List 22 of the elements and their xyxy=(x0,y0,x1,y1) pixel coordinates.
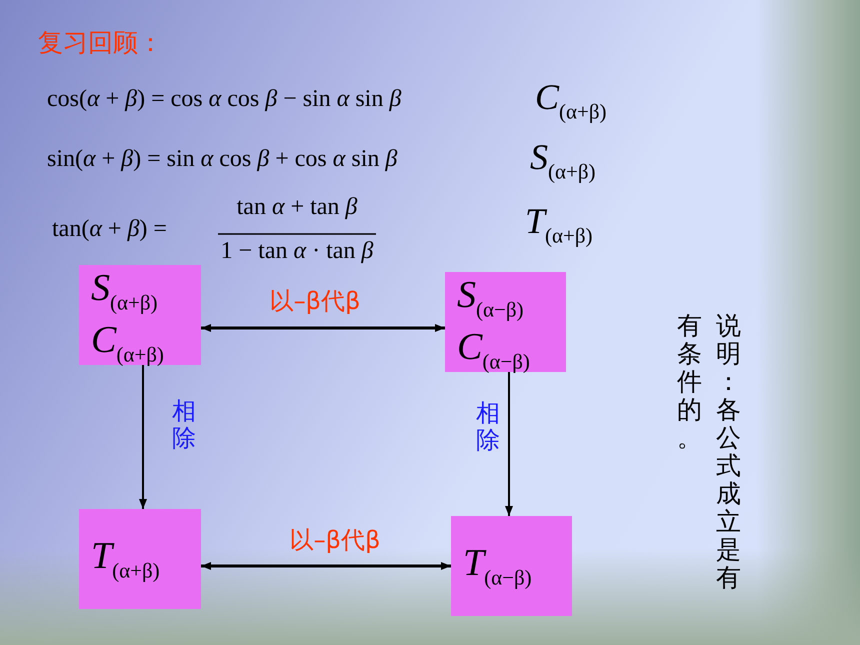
edge-label: 相除 xyxy=(476,400,500,454)
formula-box: T$_{(α+β)}$ xyxy=(79,509,201,609)
denominator: 1 − tan α · tan β xyxy=(220,238,374,265)
arrow xyxy=(139,365,147,509)
arrow xyxy=(201,324,445,332)
formula: tan(α + β) = xyxy=(52,216,167,243)
arrow xyxy=(505,372,513,516)
formula-name: T$_{(α+β)}$ xyxy=(525,200,593,248)
edge-label: 以–β代β xyxy=(270,286,360,317)
formula: sin(α + β) = sin α cos β + cos α sin β xyxy=(47,146,398,173)
formula-name: S$_{(α+β)}$ xyxy=(530,136,596,184)
formula-box: S$_{(α−β)}$ C$_{(α−β)}$ xyxy=(445,272,566,372)
arrow xyxy=(201,562,451,570)
formula-name: C$_{(α+β)}$ xyxy=(535,76,607,124)
edge-label: 以–β代β xyxy=(290,525,380,556)
formula: cos(α + β) = cos α cos β − sin α sin β xyxy=(47,86,402,113)
title: 复习回顾： xyxy=(38,27,163,59)
edge-label: 相除 xyxy=(172,398,196,452)
note-text: 说明：各公式成立是有有条件的。 xyxy=(677,312,741,592)
formula-box: S$_{(α+β)}$ C$_{(α+β)}$ xyxy=(79,265,201,365)
formula-box: T$_{(α−β)}$ xyxy=(451,516,572,616)
numerator: tan α + tan β xyxy=(236,194,358,221)
